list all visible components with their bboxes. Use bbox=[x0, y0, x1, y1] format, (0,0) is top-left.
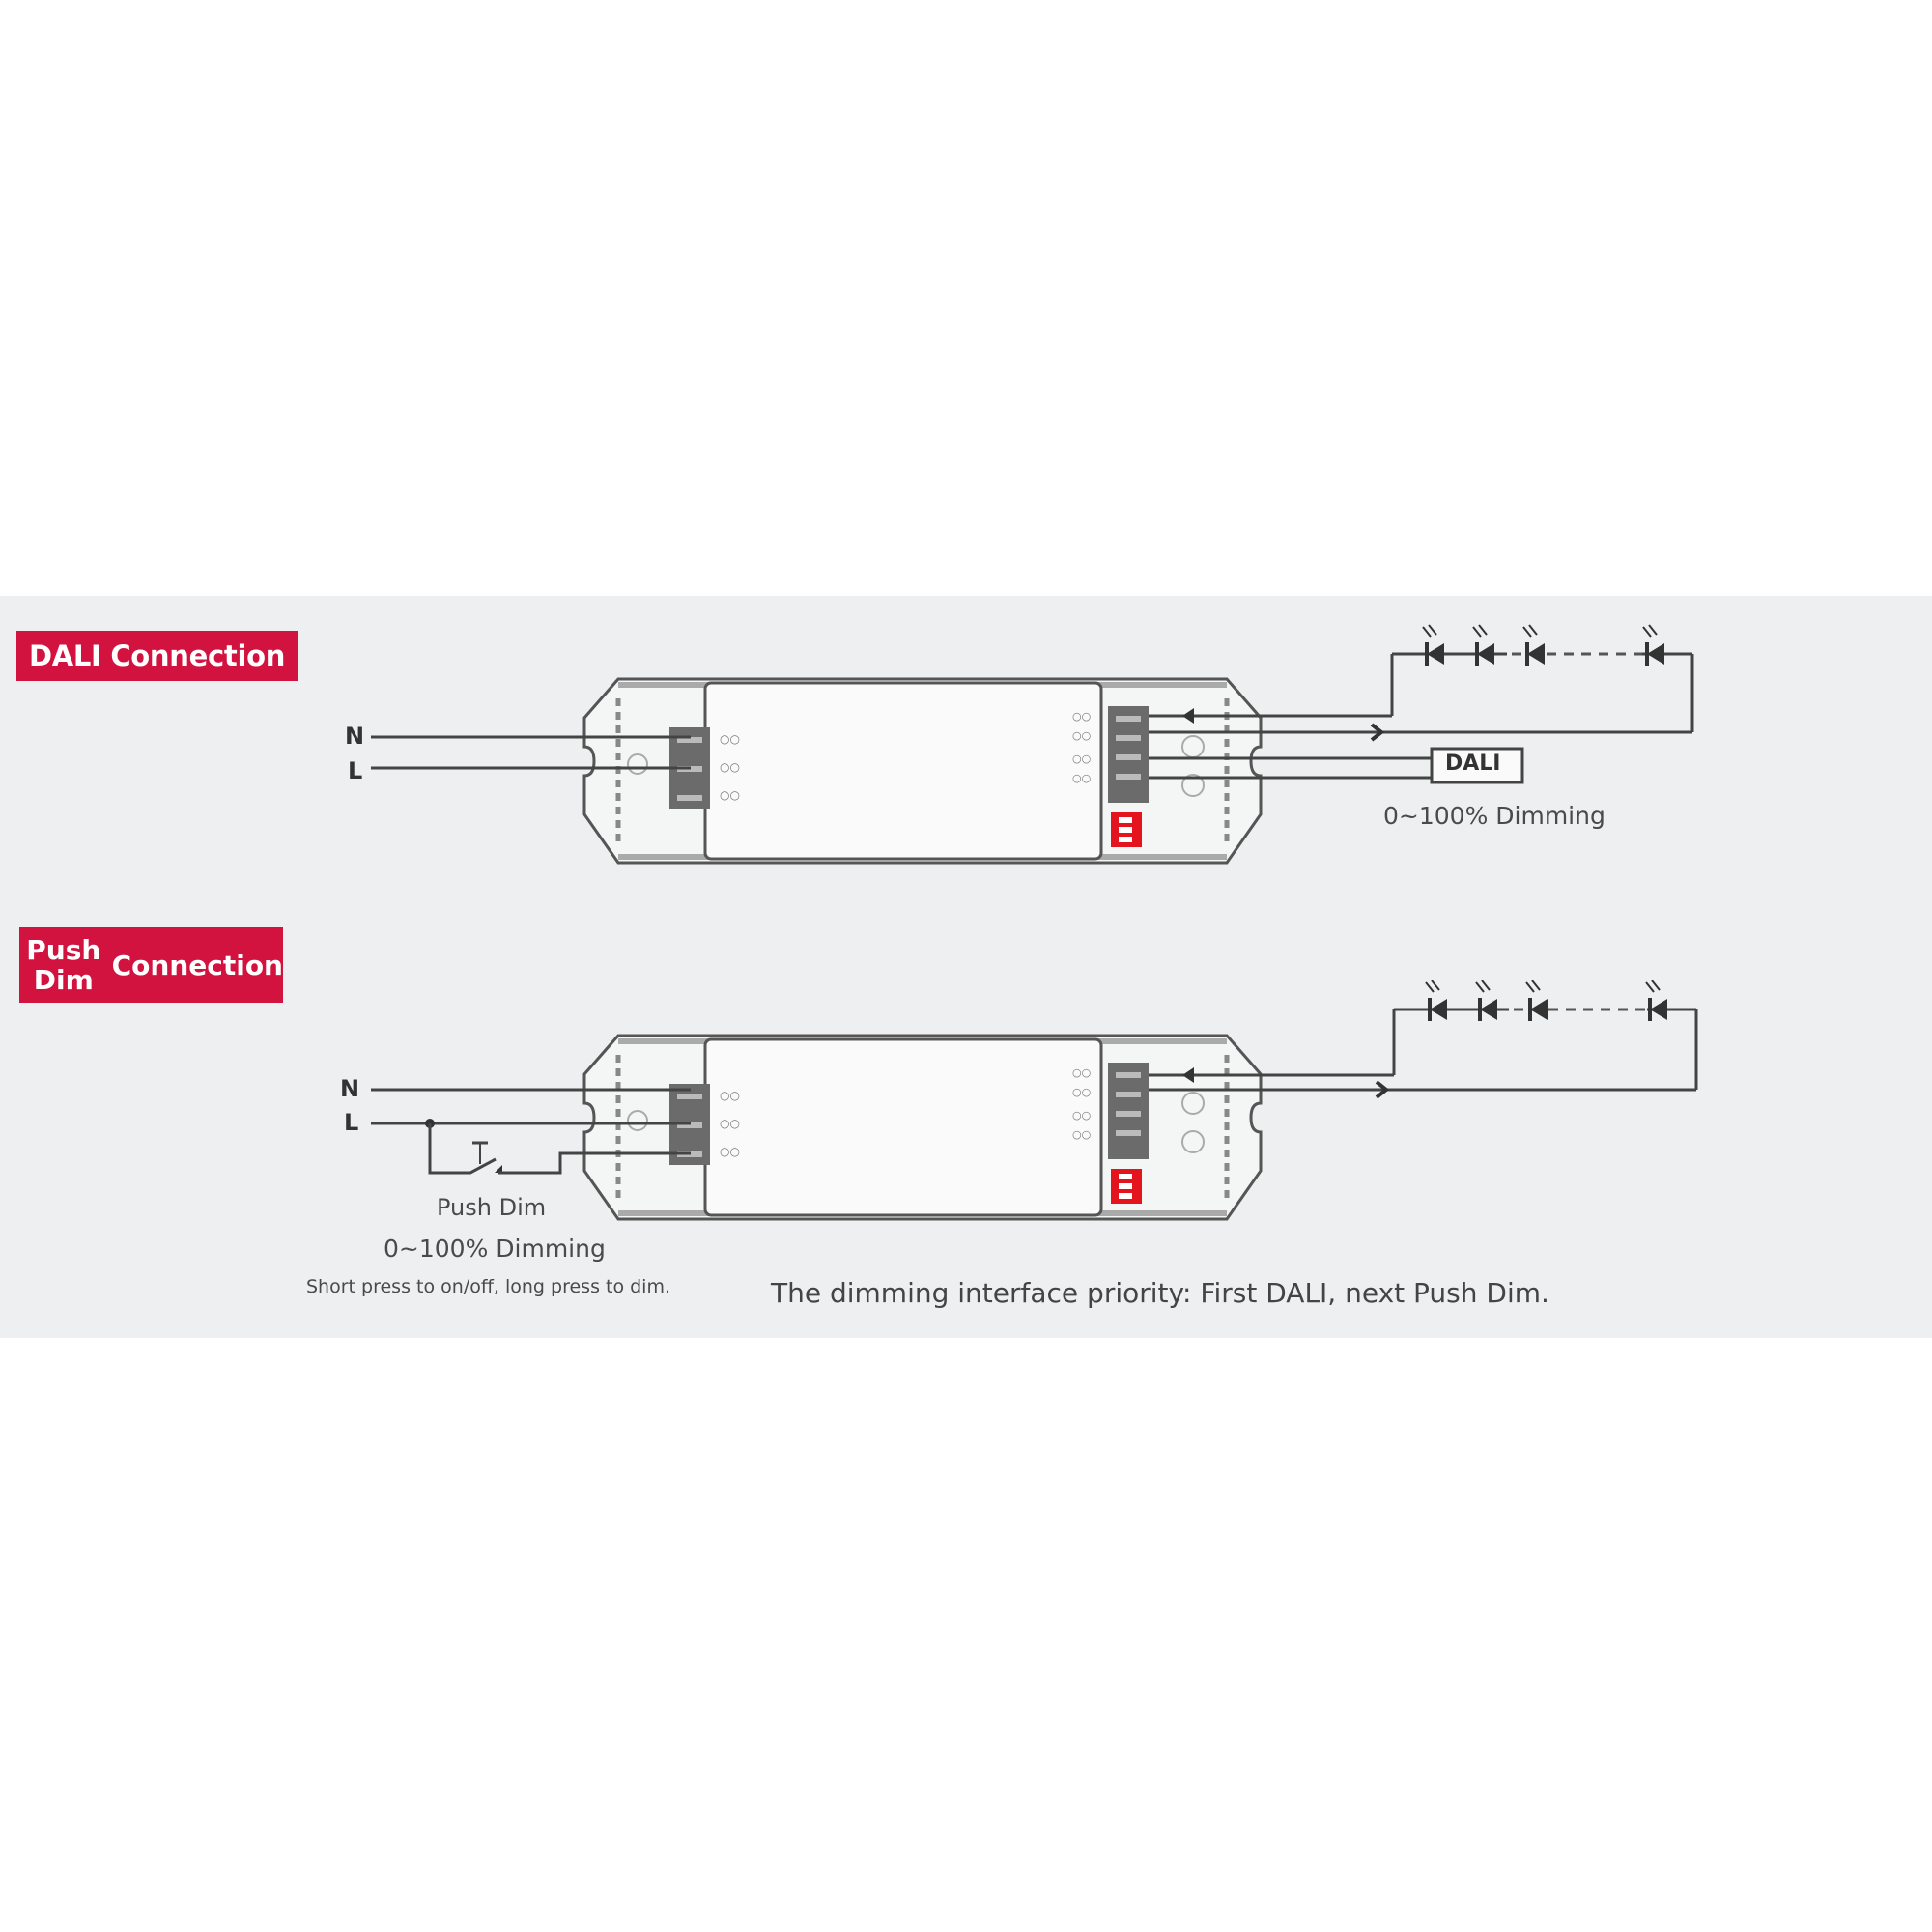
dali-driver bbox=[584, 679, 1261, 863]
push-word: Push bbox=[26, 934, 101, 966]
push-dim-connection-label: Push Dim Connection bbox=[19, 927, 283, 1003]
dali-box-label: DALI bbox=[1445, 752, 1501, 776]
push-live-label: L bbox=[344, 1109, 359, 1136]
push-neutral-label: N bbox=[340, 1075, 360, 1102]
push-dim-instruction: Short press to on/off, long press to dim… bbox=[306, 1276, 671, 1297]
dali-connection-label: DALI Connection bbox=[16, 631, 298, 681]
dali-live-label: L bbox=[348, 757, 363, 784]
dali-dimming-caption: 0~100% Dimming bbox=[1383, 802, 1605, 830]
connection-word: Connection bbox=[111, 949, 283, 981]
dali-connection-title: DALI Connection bbox=[28, 639, 286, 672]
dali-control-box bbox=[1430, 747, 1524, 784]
dim-word: Dim bbox=[33, 964, 94, 996]
push-dim-dimming-caption: 0~100% Dimming bbox=[384, 1235, 606, 1263]
priority-note: The dimming interface priority: First DA… bbox=[771, 1277, 1549, 1309]
dali-neutral-label: N bbox=[345, 723, 365, 750]
push-dim-driver bbox=[584, 1036, 1261, 1219]
push-dim-stack: Push Dim bbox=[19, 935, 108, 995]
push-dim-switch-label: Push Dim bbox=[437, 1194, 547, 1221]
